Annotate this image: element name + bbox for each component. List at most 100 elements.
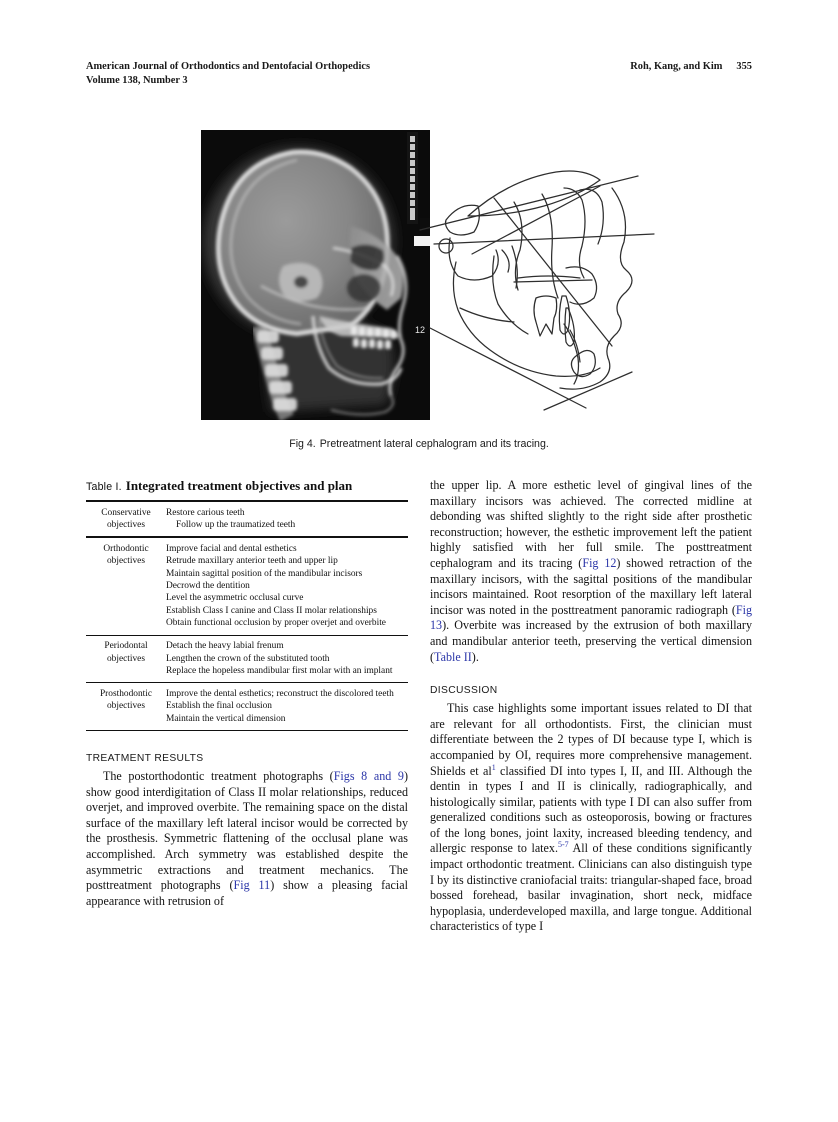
nose-tip	[565, 266, 598, 305]
upper-incisor	[558, 295, 571, 335]
objective-item: Replace the hopeless mandibular first mo…	[165, 665, 393, 676]
paragraph-text: ) show a pleasing facial appearance with…	[86, 878, 408, 908]
table-row-category: Conservative objectives	[86, 499, 166, 538]
category-line-1: Prosthodontic	[99, 688, 153, 699]
author-names: Roh, Kang, and Kim	[630, 61, 723, 72]
category-line-2: objectives	[106, 556, 145, 567]
objective-item: Detach the heavy labial frenum	[165, 641, 284, 652]
right-column: the upper lip. A more esthetic level of …	[430, 478, 752, 935]
objective-item: Level the asymmetric occlusal curve	[165, 593, 304, 604]
molar-tooth-outline	[533, 295, 558, 337]
heading-treatment-results: TREATMENT RESULTS	[86, 753, 204, 765]
volume-issue: Volume 138, Number 3	[86, 74, 188, 86]
palatal-line	[517, 275, 581, 279]
xref-fig-12[interactable]: Fig 12	[582, 555, 617, 570]
running-head-right: Roh, Kang, and Kim 355	[630, 60, 752, 74]
table-row-category: Orthodontic objectives	[86, 536, 166, 636]
table-row: Prosthodontic objectives Improve the den…	[86, 682, 408, 731]
symphysis-inner	[569, 329, 581, 363]
objective-item: Establish Class I canine and Class II mo…	[165, 605, 377, 616]
lower-incisor	[564, 307, 575, 347]
xref-fig-11[interactable]: Fig 11	[233, 878, 271, 893]
category-line-2: objectives	[106, 653, 145, 664]
table-row: Conservative objectives Restore carious …	[86, 499, 408, 538]
coronoid-process	[511, 245, 518, 289]
objective-item: Obtain functional occlusion by proper ov…	[165, 618, 386, 629]
paragraph-text: classified DI into types I, II, and III.…	[430, 763, 752, 856]
paragraph-text: ). Overbite was increased by the extrusi…	[430, 618, 752, 664]
ramus-anterior-border	[492, 255, 529, 335]
figure-label: Fig 4.	[289, 438, 316, 450]
table-row-category: Prosthodontic objectives	[86, 682, 166, 731]
pterygomaxillary-fissure	[541, 193, 559, 299]
integrated-treatment-objectives-table: Conservative objectives Restore carious …	[86, 499, 408, 732]
table-row-category: Periodontal objectives	[86, 634, 166, 683]
radiograph-scale-strip	[407, 132, 430, 246]
journal-name: American Journal of Orthodontics and Den…	[86, 61, 371, 72]
orbital-contour	[513, 201, 523, 291]
table-bottom-rule	[86, 730, 166, 732]
treatment-results-paragraph: The postorthodontic treatment photograph…	[86, 769, 408, 909]
nasal-bone	[579, 188, 604, 245]
frankfort-plane	[433, 233, 655, 245]
figure-caption-text: Pretreatment lateral cephalogram and its…	[319, 438, 549, 450]
paragraph-text: ) showed retraction of the maxillary inc…	[430, 555, 752, 617]
objective-item: Maintain sagittal position of the mandib…	[165, 568, 363, 579]
paragraph-text: ).	[471, 649, 479, 664]
xref-table-2[interactable]: Table II	[434, 649, 472, 664]
mandible-lower-border	[452, 261, 601, 377]
paragraph-text: ) show good interdigitation of Class II …	[86, 769, 409, 893]
paragraph-text: the upper lip. A more esthetic level of …	[430, 478, 752, 570]
soft-tissue-profile	[559, 187, 633, 390]
table-bottom-rule-row	[86, 730, 408, 732]
anterior-cranial-base	[448, 237, 499, 281]
discussion-paragraph: This case highlights some important issu…	[430, 701, 752, 935]
figure-4: 12	[86, 128, 752, 463]
paragraph-text: This case highlights some important issu…	[430, 701, 752, 778]
sella-point	[438, 238, 454, 254]
running-head: American Journal of Orthodontics and Den…	[86, 60, 752, 94]
objective-item: Retrude maxillary anterior teeth and upp…	[165, 556, 338, 567]
table-row-items: Improve the dental esthetics; reconstruc…	[165, 682, 408, 731]
sn-plane	[419, 175, 639, 231]
facial-axis	[493, 197, 613, 347]
objective-item: Decrowd the dentition	[165, 581, 250, 592]
left-column: Table I.Integrated treatment objectives …	[86, 478, 408, 909]
reference-marker-1[interactable]: 1	[491, 762, 496, 772]
xref-figs-8-and-9[interactable]: Figs 8 and 9	[333, 769, 404, 784]
table-title-text: Integrated treatment objectives and plan	[125, 478, 353, 493]
mandibular-incisor-root	[563, 323, 580, 385]
cephalometric-tracing	[416, 158, 666, 418]
table-1-title: Table I.Integrated treatment objectives …	[86, 478, 408, 495]
objective-item: Improve the dental esthetics; reconstruc…	[165, 688, 394, 699]
paragraph-text: The postorthodontic treatment photograph…	[103, 769, 334, 784]
table-row-items: Restore carious teeth Follow up the trau…	[165, 499, 408, 538]
category-line-2: objectives	[106, 701, 145, 712]
page-number: 355	[736, 61, 752, 72]
palatal-plane	[471, 185, 601, 255]
facial-skeleton	[332, 226, 408, 397]
table-bottom-rule	[165, 730, 408, 732]
objective-item: Follow up the traumatized teeth	[175, 519, 296, 530]
sella-outline	[444, 204, 480, 236]
maxillary-occlusal-line	[513, 279, 593, 283]
table-row: Periodontal objectives Detach the heavy …	[86, 634, 408, 683]
table-row-items: Detach the heavy labial frenum Lengthen …	[165, 634, 408, 683]
category-line-1: Conservative	[101, 507, 151, 518]
category-line-1: Periodontal	[104, 641, 148, 652]
objective-item: Improve facial and dental esthetics	[165, 543, 297, 554]
reference-marker-5-7[interactable]: 5-7	[557, 840, 569, 850]
table-row: Orthodontic objectives Improve facial an…	[86, 536, 408, 636]
xref-fig-13[interactable]: Fig 13	[430, 602, 752, 633]
table-row-items: Improve facial and dental esthetics Retr…	[165, 536, 408, 636]
cranial-vault	[215, 149, 390, 337]
heading-discussion: DISCUSSION	[430, 685, 498, 697]
mandibular-canal	[459, 307, 515, 323]
running-head-left: American Journal of Orthodontics and Den…	[86, 60, 566, 87]
lateral-cephalogram-radiograph: 12	[201, 130, 430, 420]
tracing-svg	[419, 170, 655, 411]
cranial-base	[260, 262, 370, 311]
dentition-and-jaws	[311, 315, 403, 416]
category-line-1: Orthodontic	[103, 543, 149, 554]
